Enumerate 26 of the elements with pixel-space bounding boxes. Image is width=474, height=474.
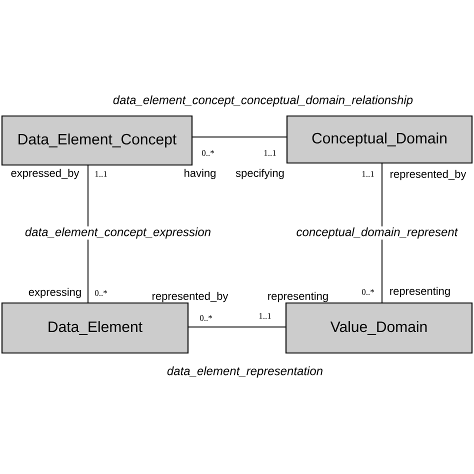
- entity-box: Conceptual_Domain: [286, 115, 473, 164]
- multiplicity-label: 1..1: [362, 171, 374, 177]
- role-label: represented_by: [390, 170, 466, 180]
- role-label: representing: [268, 292, 328, 302]
- entity-box: Data_Element_Concept: [1, 115, 193, 166]
- role-label: having: [184, 168, 216, 180]
- multiplicity-label: 0..*: [362, 289, 374, 295]
- role-label: representing: [390, 286, 450, 298]
- multiplicity-label: 1..1: [259, 313, 271, 319]
- multiplicity-label: 0..*: [202, 150, 214, 156]
- multiplicity-label: 0..*: [94, 290, 107, 296]
- multiplicity-label: 1..1: [264, 150, 276, 156]
- edge-label: data_element_concept_expression: [24, 226, 212, 240]
- edge-label: data_element_concept_conceptual_domain_relationship: [112, 94, 414, 108]
- edge-label: conceptual_domain_represent: [295, 226, 459, 240]
- association-line: [188, 326, 286, 328]
- role-label: specifying: [236, 168, 284, 180]
- role-label: expressing: [28, 288, 81, 298]
- role-label: expressed_by: [11, 168, 80, 180]
- multiplicity-label: 0..*: [200, 315, 212, 321]
- edge-label: data_element_representation: [166, 365, 324, 379]
- entity-box: Value_Domain: [285, 302, 473, 354]
- entity-box: Data_Element: [1, 302, 189, 354]
- association-line: [192, 136, 287, 138]
- multiplicity-label: 1..1: [95, 171, 107, 177]
- role-label: represented_by: [152, 292, 228, 302]
